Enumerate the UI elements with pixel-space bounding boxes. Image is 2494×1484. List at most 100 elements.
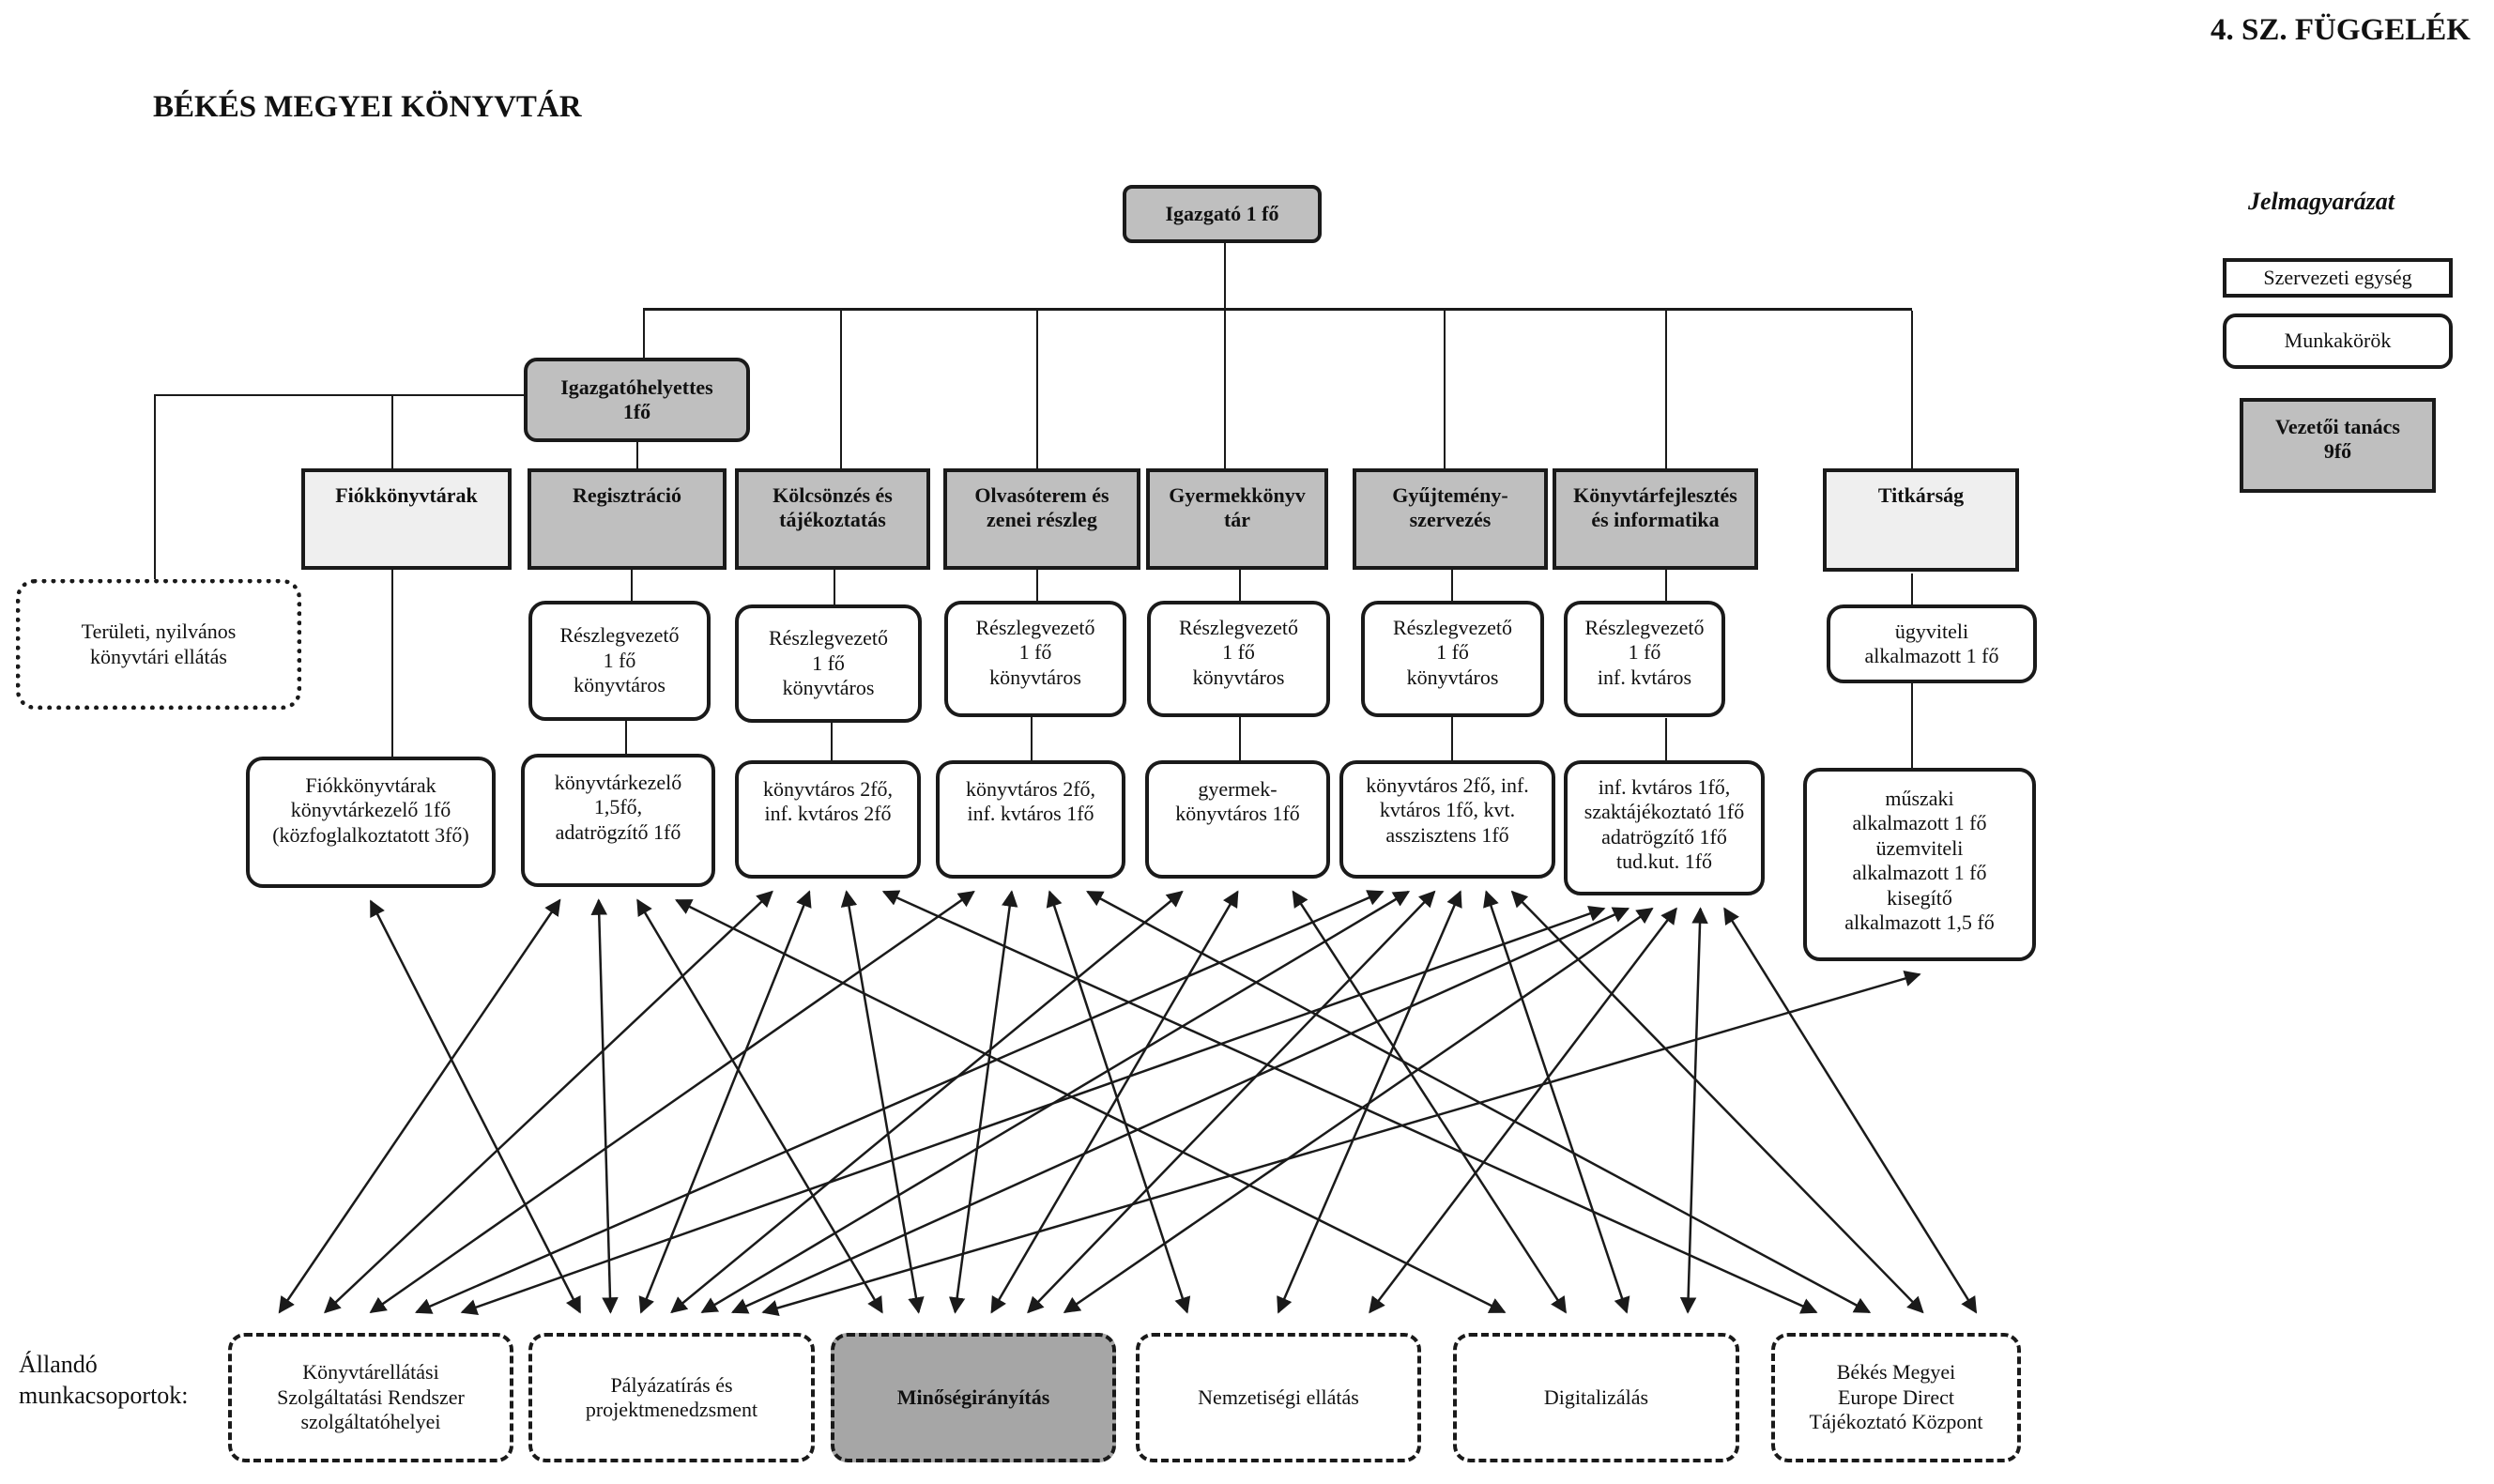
connector-line <box>1665 569 1667 602</box>
workgroup-nemzetisegi[interactable]: Nemzetiségi ellátás <box>1136 1333 1421 1462</box>
connector-line <box>154 394 525 396</box>
connector-line <box>1451 563 1453 601</box>
connector-line <box>391 394 393 469</box>
dept-label: Titkárság <box>1877 483 1965 507</box>
page-title: BÉKÉS MEGYEI KÖNYVTÁR <box>153 90 582 124</box>
workgroup-palyazatiras[interactable]: Pályázatírás és projektmenedzsment <box>528 1333 815 1462</box>
head-gyermekkonyvtar[interactable]: Részlegvezető 1 fő könyvtáros <box>1147 601 1330 717</box>
staff-label: könyvtáros 2fő, inf. kvtáros 1fő, kvt. a… <box>1366 773 1529 847</box>
connection-arrow-kf-nemz <box>1369 907 1677 1314</box>
staff-olvasoterem[interactable]: könyvtáros 2fő, inf. kvtáros 1fő <box>936 760 1125 879</box>
deputy-director-box[interactable]: Igazgatóhelyettes 1fő <box>524 358 750 442</box>
staff-label: könyvtáros 2fő, inf. kvtáros 1fő <box>965 777 1096 826</box>
connector-line <box>1911 311 1913 468</box>
connection-arrow-gyuj-dig <box>1483 890 1630 1314</box>
head-label: Részlegvezető 1 fő könyvtáros <box>1392 616 1513 689</box>
dept-kolcsonzes[interactable]: Kölcsönzés és tájékoztatás <box>735 468 930 570</box>
head-regisztracio[interactable]: Részlegvezető 1 fő könyvtáros <box>528 601 711 721</box>
connector-line <box>834 569 835 606</box>
connector-line <box>625 720 627 757</box>
connection-arrow-kf-ed <box>1723 907 1978 1314</box>
dept-gyujtemenyszervezes[interactable]: Gyűjtemény- szervezés <box>1353 468 1548 570</box>
staff-kolcsonzes[interactable]: könyvtáros 2fő, inf. kvtáros 2fő <box>735 760 921 879</box>
staff-label: inf. kvtáros 1fő, szaktájékoztató 1fő ad… <box>1584 775 1745 874</box>
director-box[interactable]: Igazgató 1 fő <box>1123 185 1322 243</box>
staff-gyermekkonyvtar[interactable]: gyermek- könyvtáros 1fő <box>1145 760 1330 879</box>
head-label: Részlegvezető 1 fő könyvtáros <box>768 626 889 700</box>
deputy-director-label: Igazgatóhelyettes 1fő <box>560 375 713 423</box>
connection-arrow-tit-paly <box>761 971 1921 1316</box>
connector-line <box>636 441 638 469</box>
dept-fiokkonyvtarak[interactable]: Fiókkönyvtárak <box>301 468 512 570</box>
legend-organizational-unit: Szervezeti egység <box>2223 258 2453 298</box>
dept-label: Regisztráció <box>572 483 682 507</box>
connection-arrow-kf-dig <box>1679 907 1708 1314</box>
workgroup-europe-direct[interactable]: Békés Megyei Europe Direct Tájékoztató K… <box>1771 1333 2021 1462</box>
connector-line <box>1451 715 1453 760</box>
dept-olvasoterem[interactable]: Olvasóterem és zenei részleg <box>943 468 1140 570</box>
head-label: Részlegvezető 1 fő könyvtáros <box>975 616 1095 689</box>
staff-regisztracio[interactable]: könyvtárkezelő 1,5fő, adatrögzítő 1fő <box>521 754 715 887</box>
legend-label: Szervezeti egység <box>2263 265 2412 289</box>
connector-line <box>1239 563 1241 601</box>
connector-line <box>1224 242 1226 309</box>
connection-arrow-kol-ed <box>881 890 1818 1314</box>
staff-label: gyermek- könyvtáros 1fő <box>1175 777 1300 826</box>
connector-line <box>1239 715 1241 760</box>
legend-label: Munkakörök <box>2284 329 2392 353</box>
connector-line <box>1444 310 1446 468</box>
connector-line <box>1665 311 1667 468</box>
connection-arrow-olv-nemz <box>1046 890 1191 1314</box>
dept-label: Fiókkönyvtárak <box>335 483 478 507</box>
connection-arrow-kf-kszr <box>460 905 1606 1316</box>
workgroup-label: Könyvtárellátási Szolgáltatási Rendszer … <box>277 1360 465 1434</box>
legend-title: Jelmagyarázat <box>2248 188 2395 215</box>
connector-line <box>1036 309 1038 468</box>
connector-line <box>1911 574 1913 606</box>
dept-konyvtarfejlesztes[interactable]: Könyvtárfejlesztés és informatika <box>1553 468 1758 570</box>
director-label: Igazgató 1 fő <box>1165 201 1279 225</box>
staff-gyujtemenyszervezes[interactable]: könyvtáros 2fő, inf. kvtáros 1fő, kvt. a… <box>1339 760 1555 879</box>
dept-regisztracio[interactable]: Regisztráció <box>528 468 727 570</box>
head-label: Részlegvezető 1 fő inf. kvtáros <box>1584 616 1705 689</box>
connector-line <box>154 394 156 580</box>
connection-arrow-gyuj-min <box>1027 890 1436 1314</box>
head-kolcsonzes[interactable]: Részlegvezető 1 fő könyvtáros <box>735 604 922 723</box>
head-gyujtemenyszervezes[interactable]: Részlegvezető 1 fő könyvtáros <box>1361 601 1544 717</box>
connection-arrow-fiok-paly <box>369 899 582 1314</box>
connection-arrow-reg-dig <box>675 898 1507 1314</box>
connection-arrow-gyuj-ed <box>1510 890 1924 1314</box>
workgroups-label: Állandó munkacsoportok: <box>19 1351 189 1409</box>
connection-arrow-reg-kszr <box>278 898 561 1314</box>
connection-arrow-olv-min <box>948 890 1018 1314</box>
dept-gyermekkonyvtar[interactable]: Gyermekkönyv tár <box>1146 468 1328 570</box>
workgroup-minosegiranyitas[interactable]: Minőségirányítás <box>831 1333 1116 1462</box>
workgroup-kszr[interactable]: Könyvtárellátási Szolgáltatási Rendszer … <box>228 1333 513 1462</box>
connector-line <box>1665 718 1667 760</box>
connection-arrow-gyer-paly <box>670 890 1184 1314</box>
connector-line <box>391 569 393 757</box>
connector-line <box>631 569 633 602</box>
head-konyvtarfejlesztes[interactable]: Részlegvezető 1 fő inf. kvtáros <box>1564 601 1725 717</box>
workgroup-label: Digitalizálás <box>1543 1385 1649 1409</box>
staff-konyvtarfejlesztes[interactable]: inf. kvtáros 1fő, szaktájékoztató 1fő ad… <box>1564 760 1765 895</box>
legend-management-council: Vezetői tanács 9fő <box>2240 398 2436 493</box>
head-titkarsag[interactable]: ügyviteli alkalmazott 1 fő <box>1827 604 2037 683</box>
staff-label: Fiókkönyvtárak könyvtárkezelő 1fő (közfo… <box>272 773 469 847</box>
dept-titkarsag[interactable]: Titkárság <box>1823 468 2019 572</box>
head-label: Részlegvezető 1 fő könyvtáros <box>559 623 680 697</box>
dept-label: Gyermekkönyv tár <box>1169 483 1306 532</box>
workgroup-label: Nemzetiségi ellátás <box>1198 1385 1359 1409</box>
connection-arrow-reg-paly <box>590 898 619 1314</box>
head-olvasoterem[interactable]: Részlegvezető 1 fő könyvtáros <box>944 601 1126 717</box>
connector-line <box>1036 563 1038 601</box>
head-label: ügyviteli alkalmazott 1 fő <box>1864 619 1999 667</box>
staff-label: könyvtárkezelő 1,5fő, adatrögzítő 1fő <box>554 771 682 844</box>
regional-library-service-box[interactable]: Területi, nyilvános könyvtári ellátás <box>16 579 301 710</box>
connector-line <box>1031 715 1033 760</box>
dept-label: Olvasóterem és zenei részleg <box>974 483 1109 532</box>
connector-line <box>643 308 1912 311</box>
workgroup-digitalizalas[interactable]: Digitalizálás <box>1453 1333 1739 1462</box>
staff-fiokkonyvtarak[interactable]: Fiókkönyvtárak könyvtárkezelő 1fő (közfo… <box>246 757 496 888</box>
